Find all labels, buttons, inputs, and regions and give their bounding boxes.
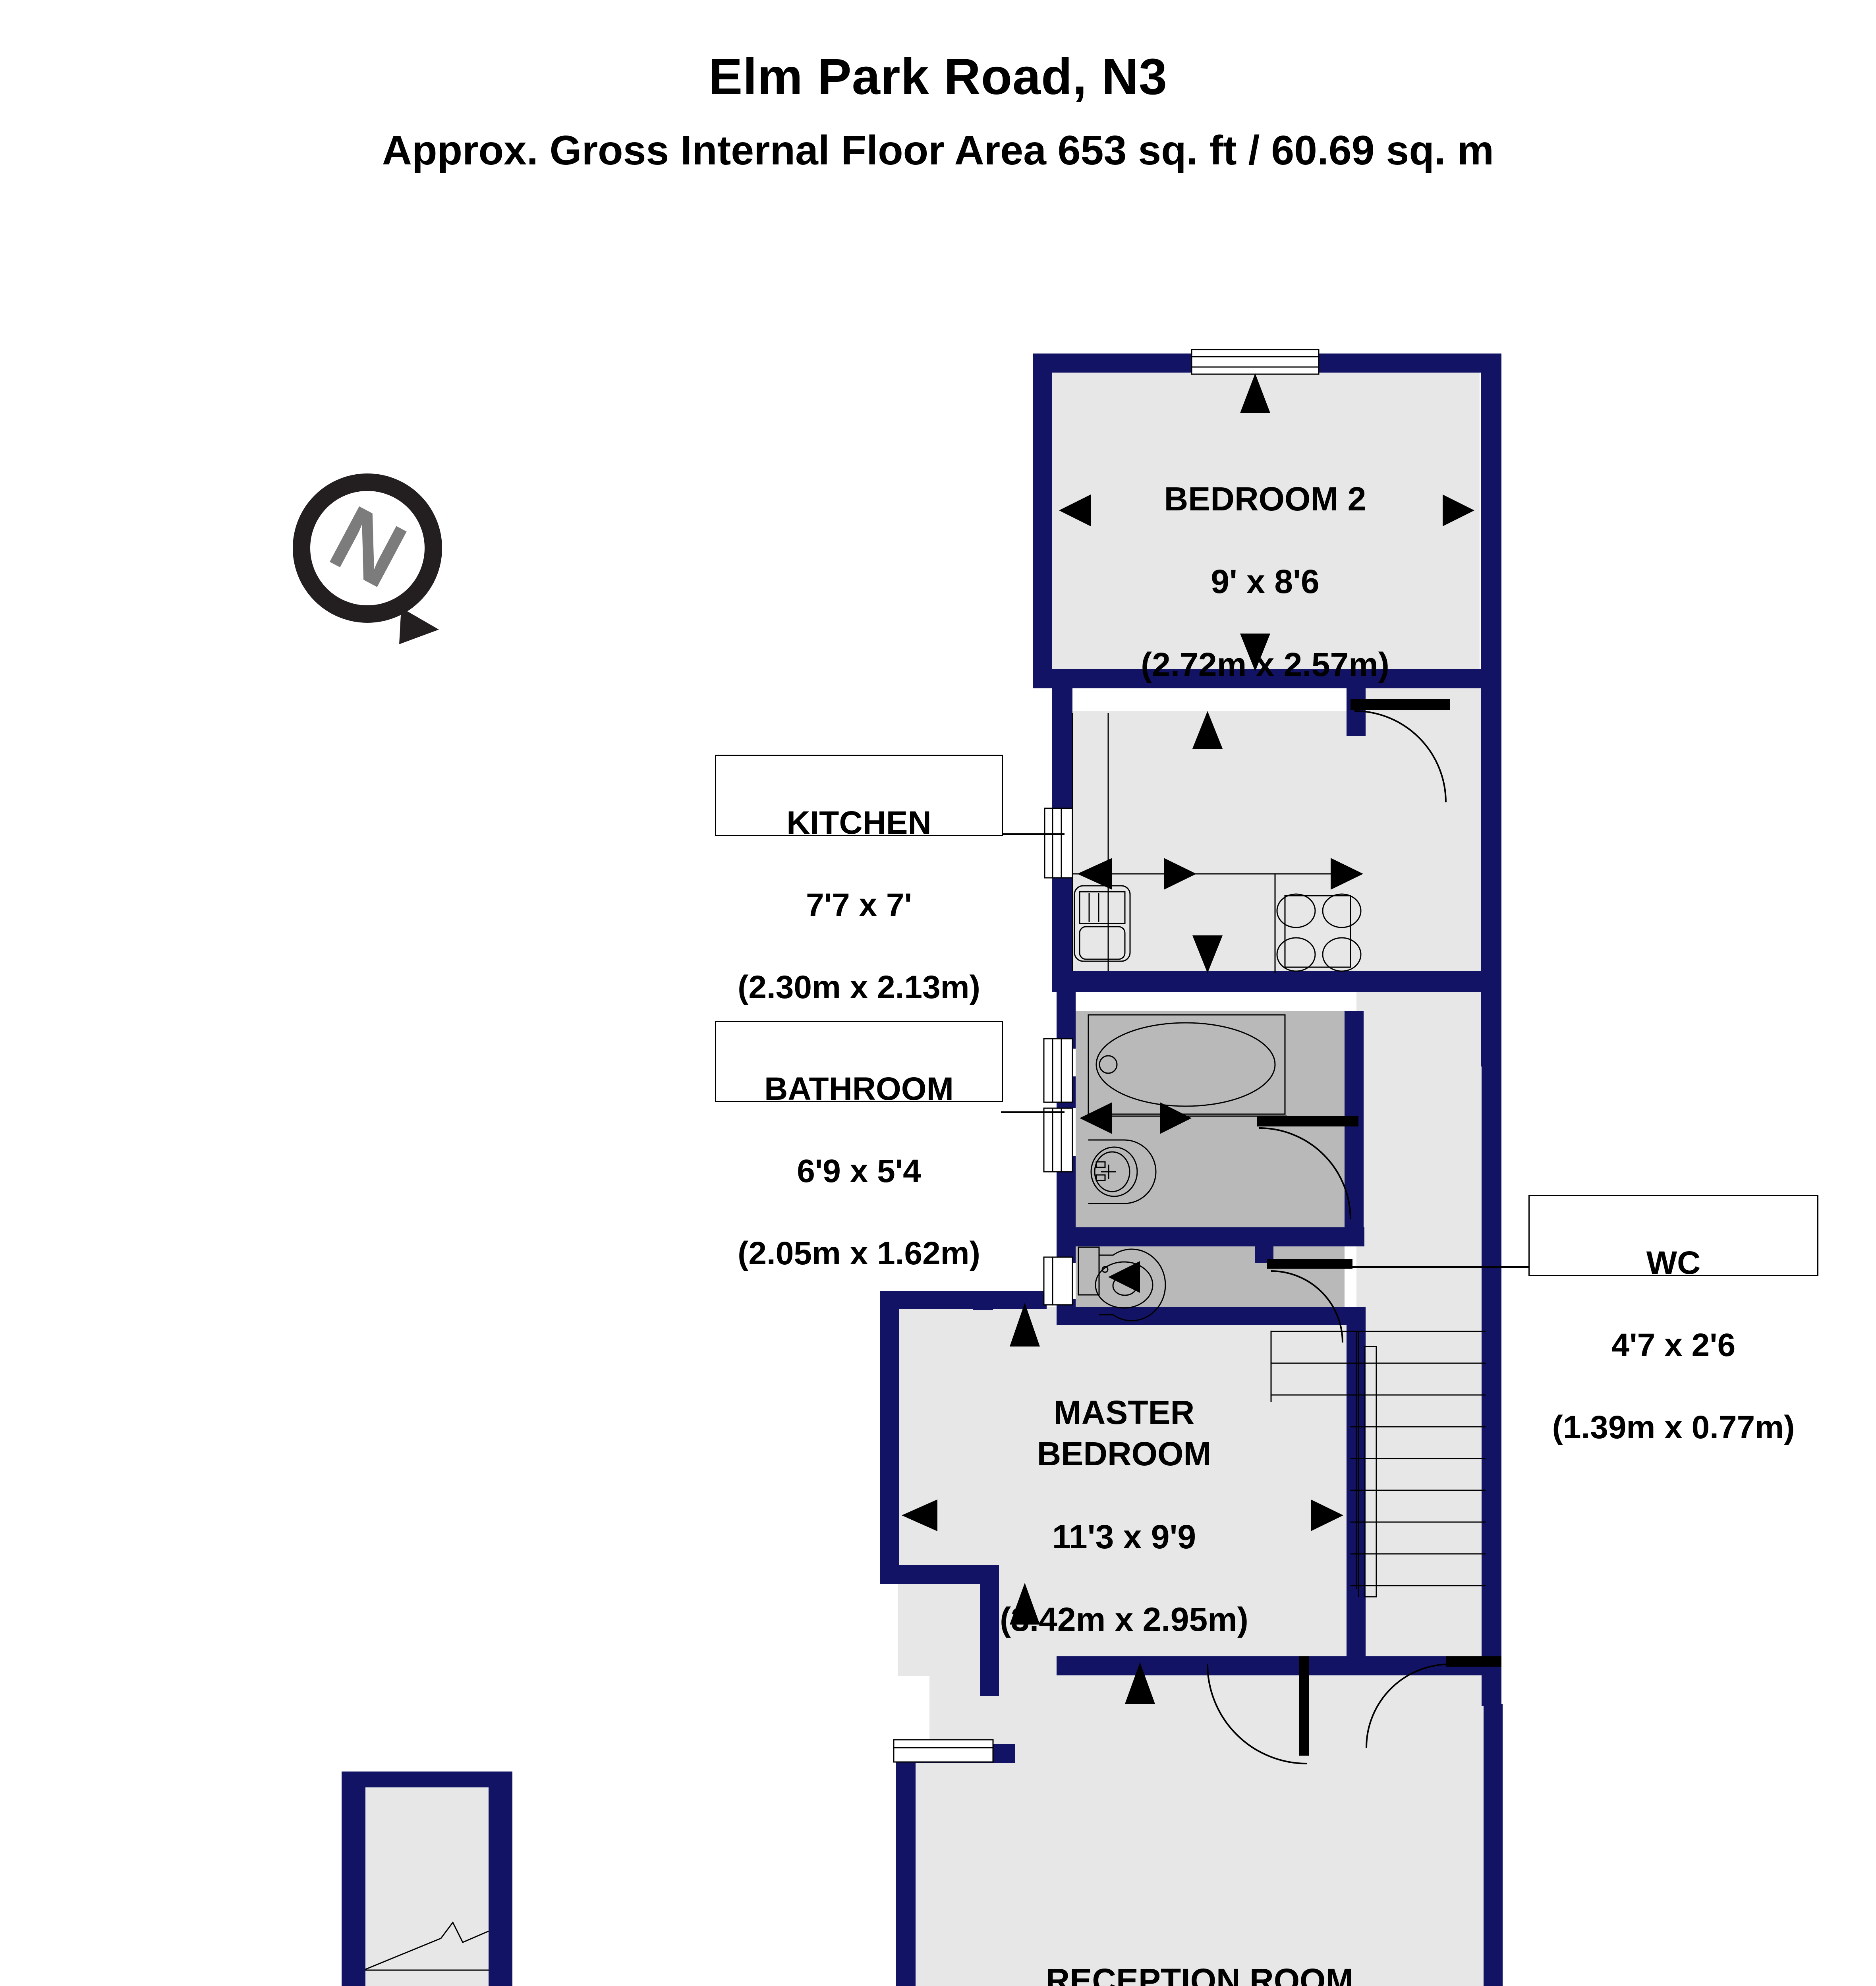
room-dims-imperial: 9' x 8'6: [1211, 563, 1320, 601]
page-subtitle: Approx. Gross Internal Floor Area 653 sq…: [382, 128, 1494, 174]
room-dims-imperial: 11'3 x 9'9: [1052, 1518, 1196, 1555]
wc-fittings: [1078, 1246, 1166, 1321]
staircase-first-floor: [1270, 1331, 1486, 1598]
doors: [1207, 699, 1501, 1764]
room-name: MASTER BEDROOM: [1037, 1394, 1211, 1473]
room-label-master: MASTER BEDROOM 11'3 x 9'9 (3.42m x 2.95m…: [914, 1350, 1335, 1640]
bathroom-fittings: [1088, 1014, 1287, 1204]
room-name: RECEPTION ROOM: [1045, 1962, 1354, 1986]
callout-kitchen: KITCHEN 7'7 x 7' (2.30m x 2.13m): [715, 755, 1003, 1005]
dimension-arrows: [902, 373, 1474, 1704]
room-dims-imperial: 7'7 x 7': [806, 887, 912, 923]
compass-icon: N: [293, 473, 442, 644]
room-dims-imperial: 4'7 x 2'6: [1611, 1327, 1736, 1363]
room-dims-metric: (2.72m x 2.57m): [1141, 645, 1389, 683]
callout-wc: WC 4'7 x 2'6 (1.39m x 0.77m): [1528, 1195, 1818, 1445]
room-label-reception: RECEPTION ROOM 15'4 x 14' (4.65m x 4.24m…: [937, 1918, 1462, 1986]
room-dims-metric: (1.39m x 0.77m): [1552, 1409, 1795, 1445]
first-floor-plan: [880, 349, 1537, 1986]
callout-bathroom: BATHROOM 6'9 x 5'4 (2.05m x 1.62m): [715, 1021, 1003, 1271]
room-name: BATHROOM: [764, 1071, 954, 1107]
room-dims-metric: (2.30m x 2.13m): [738, 969, 980, 1005]
room-dims-imperial: 6'9 x 5'4: [797, 1153, 921, 1189]
room-label-bedroom2: BEDROOM 2 9' x 8'6 (2.72m x 2.57m): [1055, 437, 1476, 685]
page-title: Elm Park Road, N3: [708, 48, 1168, 105]
room-dims-metric: (3.42m x 2.95m): [1000, 1600, 1248, 1638]
callout-leaders: [1001, 833, 1537, 1268]
room-name: BEDROOM 2: [1164, 480, 1366, 518]
room-name: WC: [1646, 1245, 1701, 1281]
ground-floor-plan: [342, 1772, 512, 1986]
kitchen-fittings: [1072, 713, 1362, 973]
room-name: KITCHEN: [786, 805, 931, 841]
windows: [893, 349, 1320, 1763]
room-dims-metric: (2.05m x 1.62m): [738, 1235, 980, 1271]
